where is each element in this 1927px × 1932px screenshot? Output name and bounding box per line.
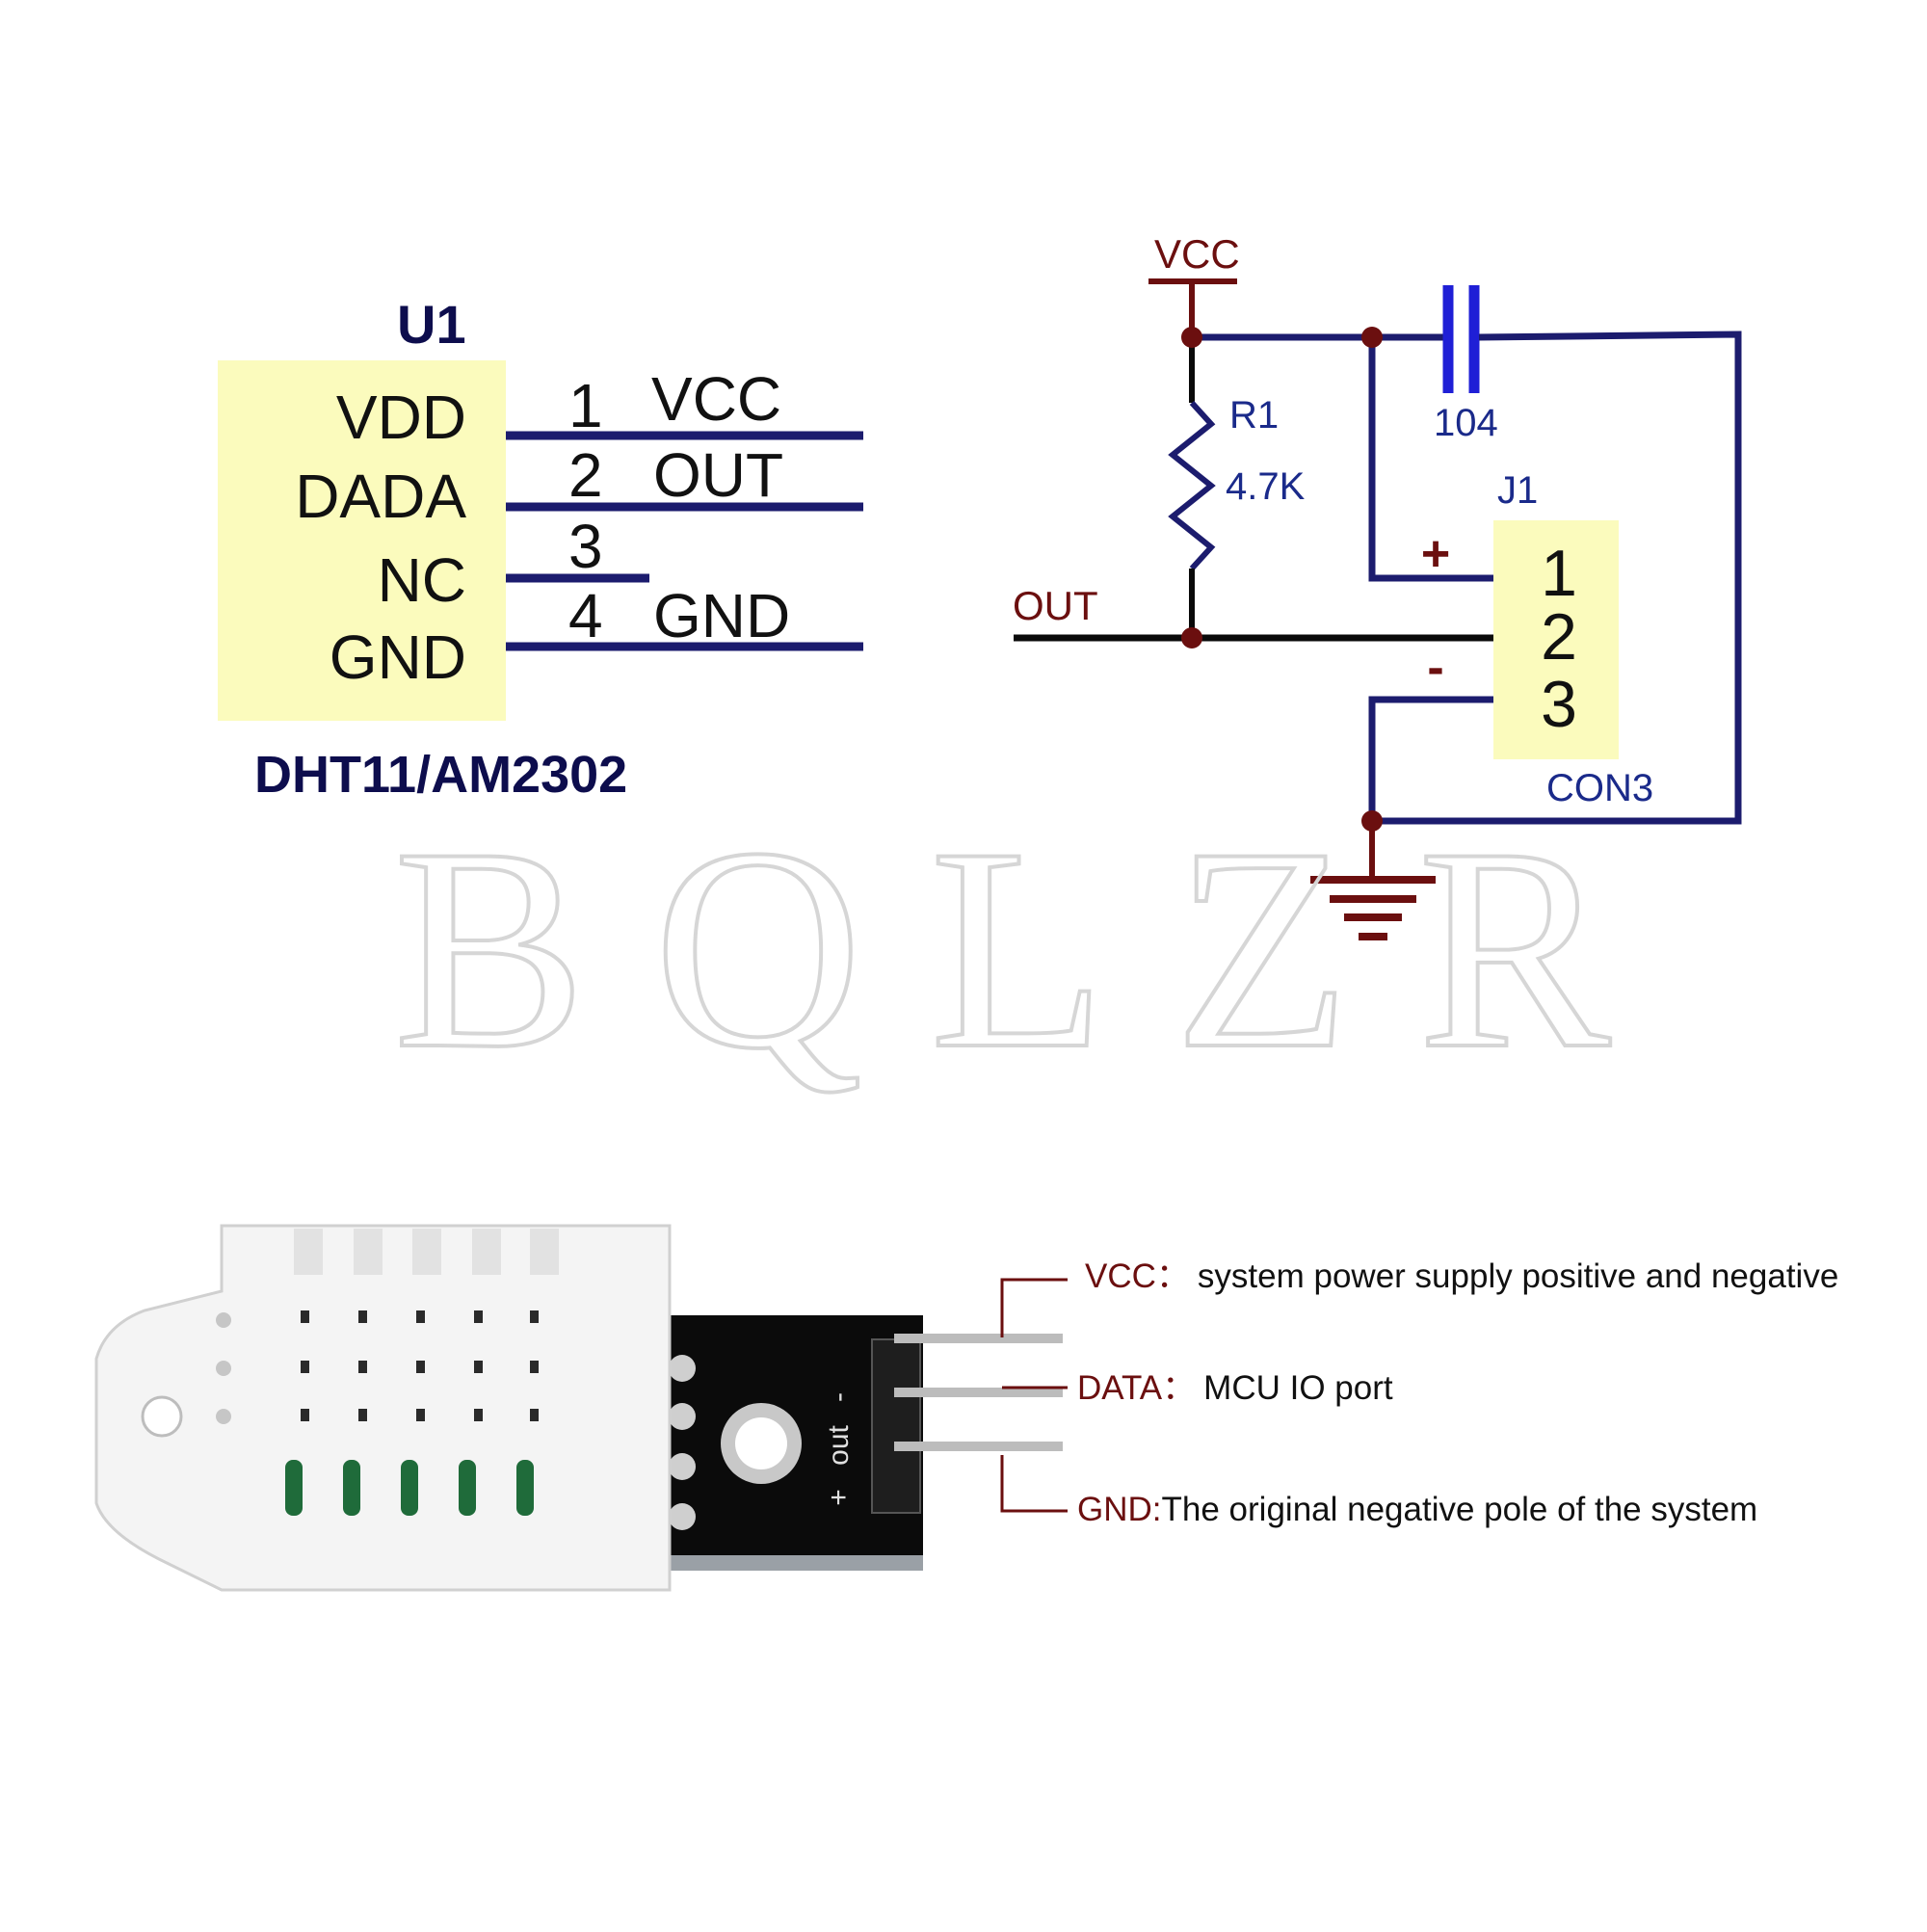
u1-pin-number-4: 4 (568, 581, 603, 650)
housing-mount-hole (141, 1395, 183, 1438)
out-net-label: OUT (1013, 583, 1098, 628)
callout-vcc: VCC：system power supply positive and neg… (1085, 1257, 1838, 1295)
callout-gnd: GND:The original negative pole of the sy… (1077, 1491, 1757, 1528)
u1-pin-net-4: GND (653, 581, 790, 650)
u1-pin-net-1: VCC (651, 364, 781, 434)
connector-designator: J1 (1497, 469, 1538, 512)
callout-bracket-bottom (1000, 1455, 1068, 1513)
callout-data: DATA：MCU IO port (1077, 1369, 1393, 1407)
connector-body (1493, 520, 1619, 759)
u1-pin-name-4: GND (330, 622, 466, 692)
junction-dot-vcc (1181, 327, 1202, 348)
header-pin-gnd (894, 1442, 1063, 1451)
housing-vents-top (294, 1229, 559, 1275)
housing-vents-green (285, 1460, 534, 1516)
application-circuit: VCC 104 R1 4.7K OUT (1013, 231, 1742, 940)
pin-callouts: VCC：system power supply positive and neg… (1000, 1257, 1838, 1528)
junction-dot-out (1181, 627, 1202, 648)
plus-sign: + (1421, 526, 1450, 582)
connector-type: CON3 (1546, 767, 1653, 809)
watermark-logo: BQLZR (393, 788, 1677, 1108)
connector-pin-2: 2 (1541, 600, 1577, 674)
sensor-solder-pins (669, 1355, 696, 1530)
ground-symbol (1310, 876, 1436, 940)
callout-data-text: MCU IO port (1203, 1369, 1393, 1407)
u1-pin-number-1: 1 (568, 371, 603, 440)
silkscreen-out: out (823, 1424, 855, 1465)
minus-sign: - (1427, 640, 1443, 696)
capacitor-104: 104 (1434, 285, 1498, 444)
capacitor-value: 104 (1434, 402, 1498, 444)
u1-pin-name-2: DADA (295, 462, 466, 531)
connector-pin-1: 1 (1541, 537, 1577, 610)
callout-gnd-label: GND (1077, 1491, 1152, 1528)
resistor-designator: R1 (1229, 394, 1279, 437)
connector-j1: J1 1 2 3 CON3 + - (1421, 469, 1653, 809)
junction-dot-gnd (1361, 810, 1383, 832)
u1-part-name: DHT11/AM2302 (254, 746, 627, 804)
u1-pin-number-3: 3 (568, 512, 603, 581)
callout-bracket-top (1000, 1278, 1068, 1337)
header-pin-data (894, 1388, 1063, 1397)
connector-pin-3: 3 (1541, 668, 1577, 741)
resistor-zigzag (1168, 400, 1216, 571)
resistor-value: 4.7K (1226, 465, 1306, 508)
header-pin-vcc (894, 1334, 1063, 1343)
junction-dot-rail (1361, 327, 1383, 348)
callout-gnd-text: The original negative pole of the system (1162, 1491, 1758, 1528)
housing-vents-grid (301, 1310, 539, 1421)
capacitor-return-wire (1372, 331, 1742, 825)
silkscreen-minus: - (823, 1392, 855, 1402)
resistor-r1: R1 4.7K (1168, 337, 1306, 638)
vcc-net-label: VCC (1154, 231, 1240, 277)
u1-pin-name-1: VDD (336, 383, 466, 452)
u1-pin-net-2: OUT (653, 440, 783, 510)
pin-header (871, 1338, 921, 1514)
j1-plus-wire (1368, 337, 1493, 582)
u1-symbol: U1 VDD DADA NC GND 1 2 3 4 VCC OUT GND D… (218, 294, 863, 804)
callout-vcc-text: system power supply positive and negativ… (1198, 1257, 1838, 1295)
u1-designator: U1 (397, 294, 466, 355)
j1-minus-wire (1368, 696, 1493, 821)
callout-vcc-label: VCC (1085, 1257, 1156, 1295)
u1-body (218, 360, 506, 721)
callout-data-label: DATA (1077, 1369, 1163, 1407)
silkscreen-plus: + (823, 1489, 855, 1506)
sensor-module-illustration: - out + (94, 1224, 1063, 1592)
u1-pin-number-2: 2 (568, 440, 603, 510)
u1-pin-name-3: NC (378, 545, 466, 615)
sensor-housing (94, 1224, 672, 1592)
